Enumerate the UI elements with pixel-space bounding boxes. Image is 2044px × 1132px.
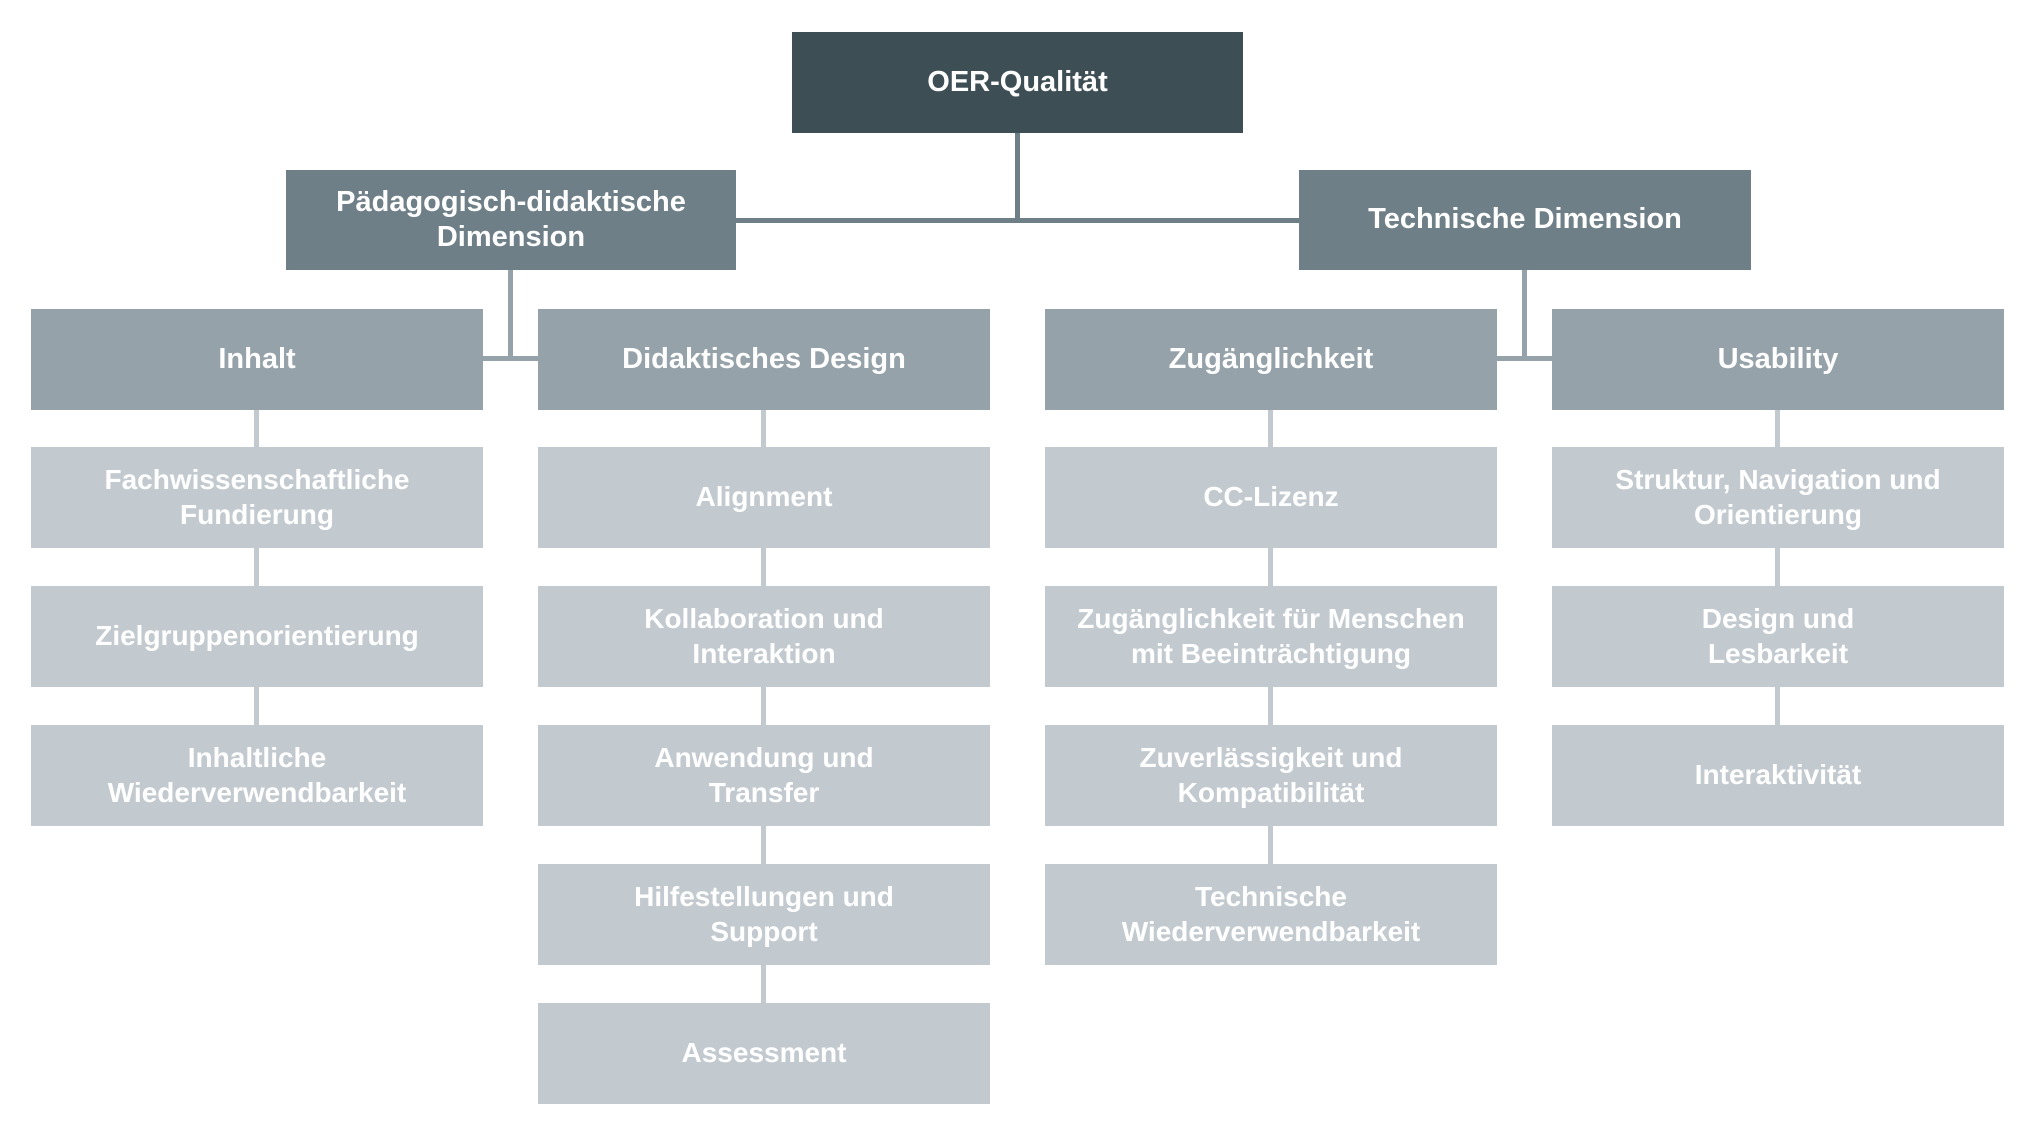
node-oer-qualitaet: OER-Qualität: [792, 32, 1243, 133]
node-cc-lizenz: CC-Lizenz: [1045, 447, 1497, 548]
node-technische-wiederverwendbarkeit: Technische Wiederverwendbarkeit: [1045, 864, 1497, 965]
connector-root-vertical: [1015, 133, 1020, 223]
connector-inhalt-didaktisch-horizontal: [483, 356, 538, 361]
connector-inhalt-3: [254, 687, 259, 725]
node-usability: Usability: [1552, 309, 2004, 410]
connector-usability-1: [1775, 410, 1780, 447]
node-inhaltliche-wiederverwendbarkeit: Inhaltliche Wiederverwendbarkeit: [31, 725, 483, 826]
node-label: Hilfestellungen und Support: [634, 881, 894, 947]
node-label: Anwendung und Transfer: [654, 742, 874, 808]
node-interaktivitaet: Interaktivität: [1552, 725, 2004, 826]
node-label: Alignment: [695, 481, 833, 513]
connector-dimensions-horizontal: [736, 218, 1299, 223]
node-hilfestellungen-und-support: Hilfestellungen und Support: [538, 864, 990, 965]
connector-didaktisch-3: [761, 687, 766, 725]
connector-usability-3: [1775, 687, 1780, 725]
connector-usability-2: [1775, 548, 1780, 586]
node-label: OER-Qualität: [927, 65, 1108, 98]
node-label: Struktur, Navigation und Orientierung: [1615, 464, 1941, 530]
node-didaktisches-design: Didaktisches Design: [538, 309, 990, 410]
node-fachwissenschaftliche-fundierung: Fachwissenschaftliche Fundierung: [31, 447, 483, 548]
node-zugaenglichkeit-fuer-menschen-mit-beeintraechtigung: Zugänglichkeit für Menschen mit Beeinträ…: [1045, 586, 1497, 687]
connector-zugaenglichkeit-2: [1268, 548, 1273, 586]
node-label: Fachwissenschaftliche Fundierung: [104, 464, 410, 530]
node-label: Zugänglichkeit: [1168, 342, 1374, 375]
node-alignment: Alignment: [538, 447, 990, 548]
connector-paedagogisch-vertical: [508, 270, 513, 361]
node-anwendung-und-transfer: Anwendung und Transfer: [538, 725, 990, 826]
connector-didaktisch-2: [761, 548, 766, 586]
node-label: Design und Lesbarkeit: [1701, 603, 1855, 669]
node-label: CC-Lizenz: [1203, 481, 1339, 513]
node-label: Inhaltliche Wiederverwendbarkeit: [107, 742, 407, 808]
connector-technisch-vertical: [1522, 270, 1527, 361]
node-paedagogisch-didaktische-dimension: Pädagogisch-didaktische Dimension: [286, 170, 736, 270]
connector-zugaenglichkeit-3: [1268, 687, 1273, 725]
node-label: Interaktivität: [1694, 759, 1862, 791]
node-technische-dimension: Technische Dimension: [1299, 170, 1751, 270]
node-label: Assessment: [681, 1037, 847, 1069]
connector-zugaenglichkeit-usability-horizontal: [1497, 356, 1552, 361]
node-label: Kollaboration und Interaktion: [644, 603, 884, 669]
connector-inhalt-2: [254, 548, 259, 586]
node-design-und-lesbarkeit: Design und Lesbarkeit: [1552, 586, 2004, 687]
node-label: Technische Wiederverwendbarkeit: [1121, 881, 1421, 947]
node-zuverlaessigkeit-und-kompatibilitaet: Zuverlässigkeit und Kompatibilität: [1045, 725, 1497, 826]
node-inhalt: Inhalt: [31, 309, 483, 410]
connector-inhalt-1: [254, 410, 259, 447]
connector-didaktisch-4: [761, 826, 766, 864]
node-struktur-navigation-und-orientierung: Struktur, Navigation und Orientierung: [1552, 447, 2004, 548]
node-zugaenglichkeit: Zugänglichkeit: [1045, 309, 1497, 410]
connector-zugaenglichkeit-4: [1268, 826, 1273, 864]
node-label: Inhalt: [218, 342, 296, 375]
node-label: Zugänglichkeit für Menschen mit Beeinträ…: [1077, 603, 1465, 669]
node-label: Zielgruppenorientierung: [95, 620, 419, 652]
node-label: Didaktisches Design: [622, 342, 906, 375]
node-label: Pädagogisch-didaktische Dimension: [336, 185, 686, 253]
node-kollaboration-und-interaktion: Kollaboration und Interaktion: [538, 586, 990, 687]
connector-didaktisch-1: [761, 410, 766, 447]
node-label: Technische Dimension: [1368, 203, 1682, 236]
node-label: Usability: [1717, 342, 1839, 375]
connector-didaktisch-5: [761, 965, 766, 1003]
node-assessment: Assessment: [538, 1003, 990, 1104]
node-label: Zuverlässigkeit und Kompatibilität: [1139, 742, 1403, 808]
node-zielgruppenorientierung: Zielgruppenorientierung: [31, 586, 483, 687]
connector-zugaenglichkeit-1: [1268, 410, 1273, 447]
